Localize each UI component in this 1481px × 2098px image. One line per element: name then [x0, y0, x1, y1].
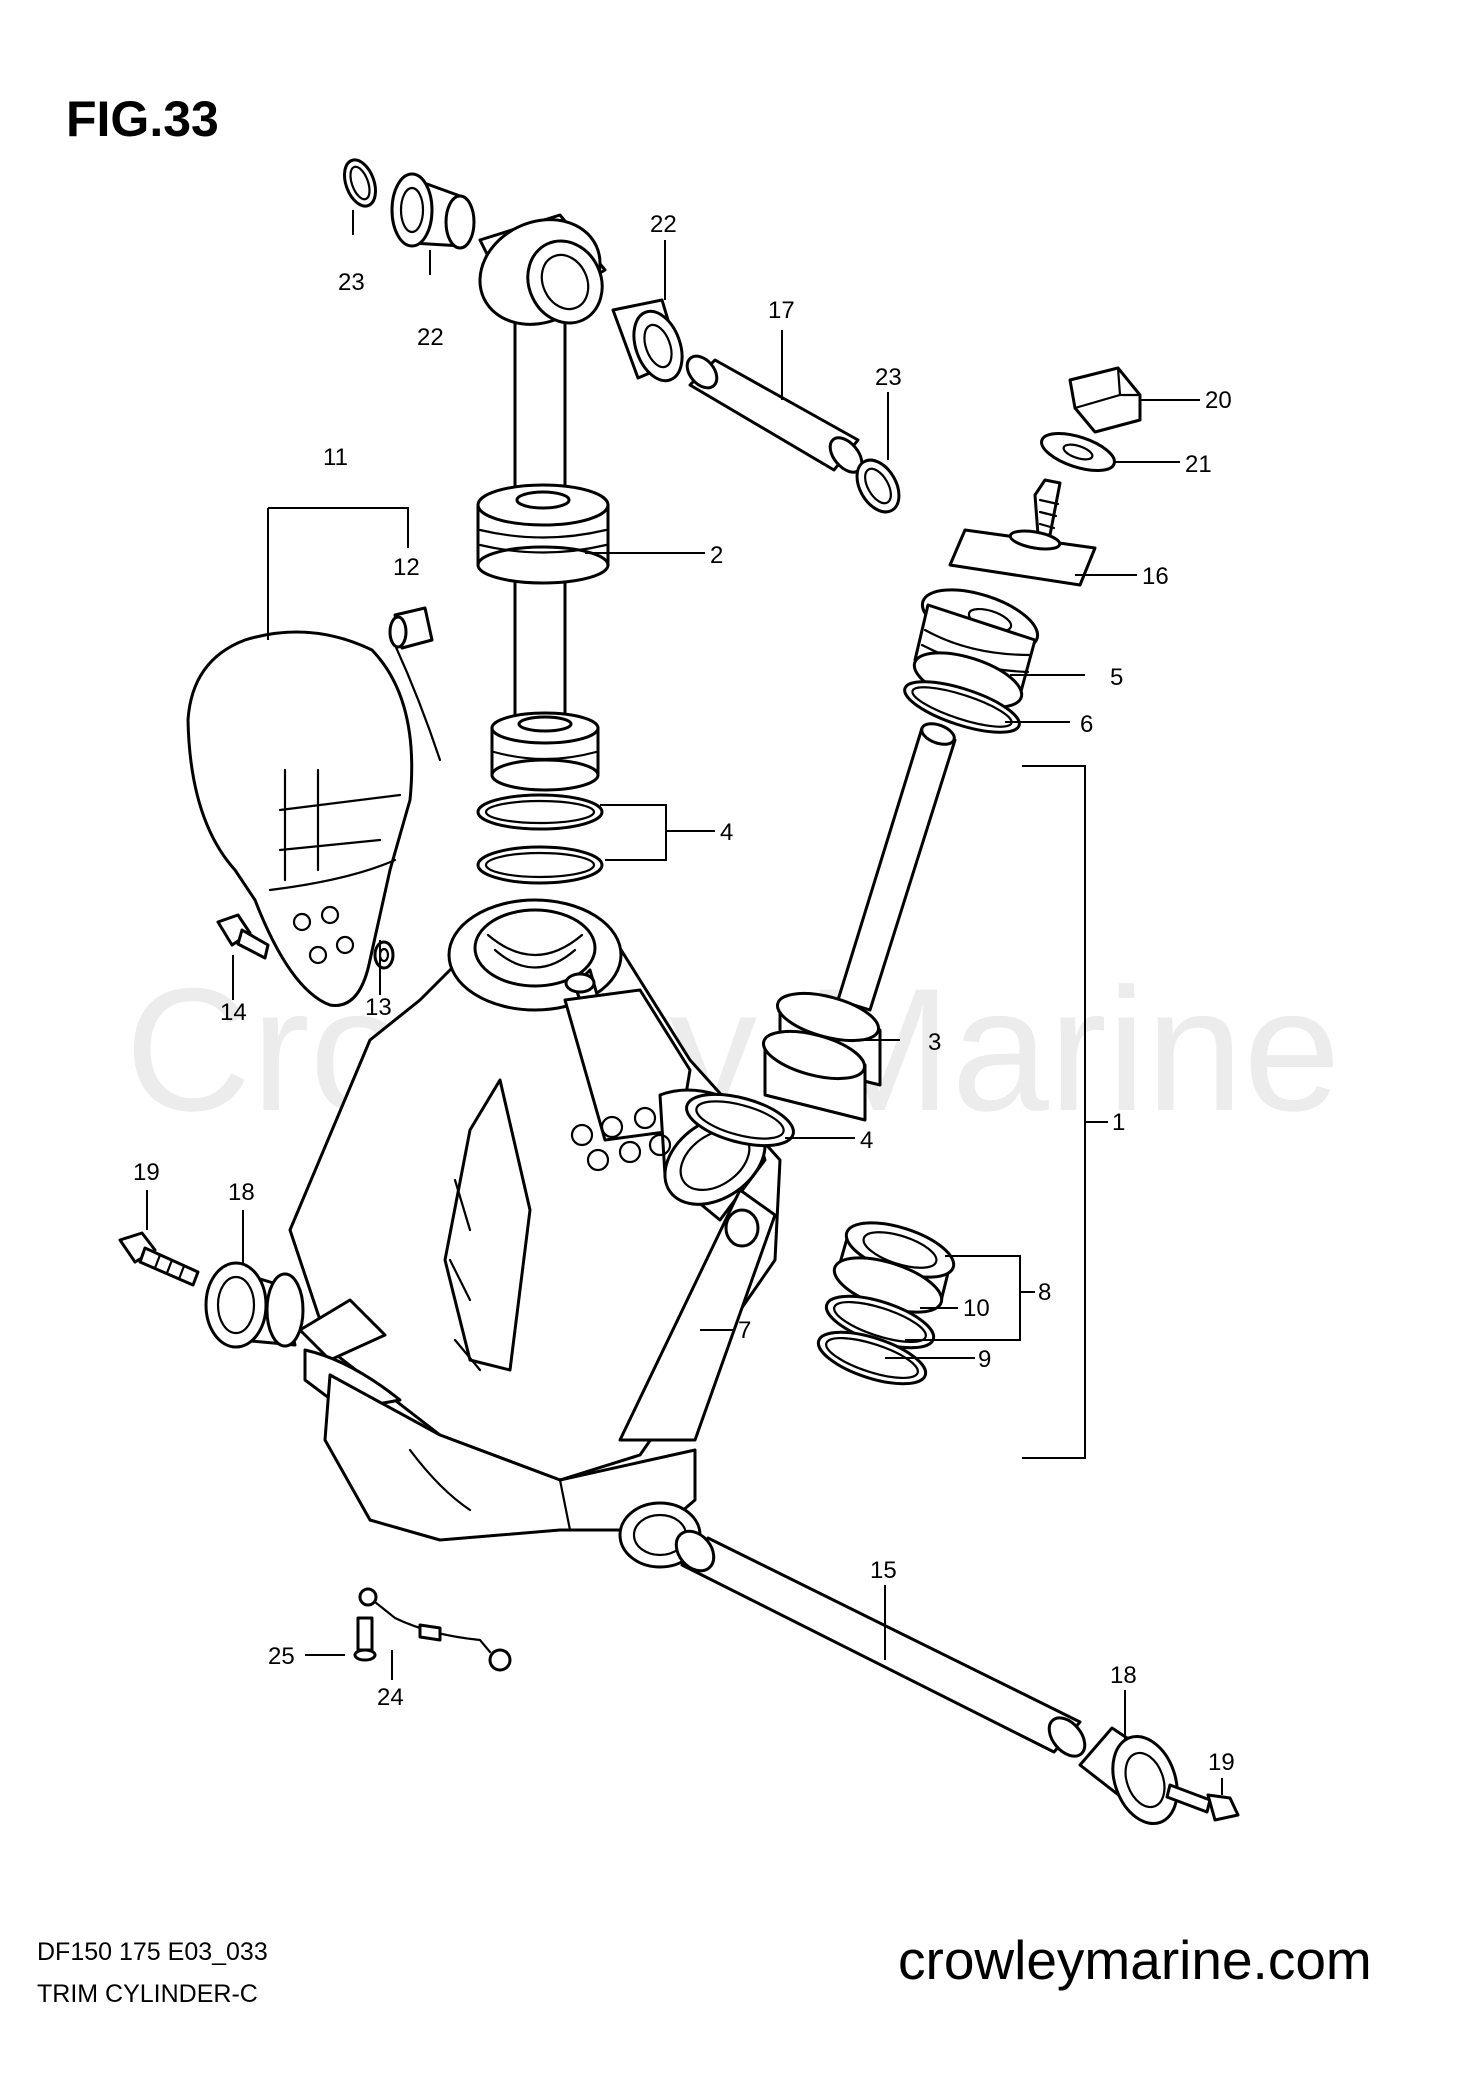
o-ring-cap — [903, 680, 1021, 734]
website-link[interactable]: crowleymarine.com — [898, 1929, 1372, 1991]
lower-pin — [674, 1529, 1087, 1758]
bushing-upper-left — [390, 172, 476, 250]
callout-23-upper-left: 23 — [338, 269, 365, 296]
callout-10: 10 — [963, 1295, 990, 1322]
leader-lines — [146, 210, 1223, 1795]
o-ring-lower — [685, 1092, 795, 1148]
callout-3: 3 — [928, 1029, 941, 1056]
memory-piston-rod — [762, 722, 957, 1122]
callout-13: 13 — [365, 994, 392, 1021]
cylinder-cover — [186, 630, 442, 1007]
callout-16: 16 — [1142, 563, 1169, 590]
callout-14: 14 — [220, 999, 247, 1026]
bushing-lower-right — [1078, 1726, 1179, 1826]
bushing-lower-left — [204, 1261, 305, 1349]
figure-label: FIG.33 — [66, 91, 219, 147]
cylinder-body — [288, 898, 782, 1569]
tilt-pin — [685, 354, 864, 474]
callout-19-left: 19 — [133, 1159, 160, 1186]
grommet — [388, 606, 434, 650]
callout-9: 9 — [978, 1346, 991, 1373]
callout-25: 25 — [268, 1643, 295, 1670]
cylinder-cap — [912, 588, 1040, 709]
valve-stack — [816, 1221, 956, 1386]
snap-ring-upper-right — [855, 458, 901, 514]
callout-1: 1 — [1112, 1109, 1125, 1136]
callout-5: 5 — [1110, 664, 1123, 691]
callout-22-upper-left: 22 — [417, 324, 444, 351]
callout-7: 7 — [738, 1317, 751, 1344]
valve-fitting — [948, 478, 1097, 587]
callout-22-upper-right: 22 — [650, 211, 677, 238]
callout-18-left: 18 — [228, 1179, 255, 1206]
callout-15: 15 — [870, 1557, 897, 1584]
washer-nut — [1040, 432, 1116, 472]
tilt-rod — [476, 213, 610, 792]
callout-6: 6 — [1080, 711, 1093, 738]
diagram-title: TRIM CYLINDER-C — [37, 1980, 258, 2008]
callout-20: 20 — [1205, 387, 1232, 414]
bolt-lower-right — [1165, 1783, 1240, 1822]
ground-lead — [358, 1587, 512, 1672]
callout-17: 17 — [768, 297, 795, 324]
callout-8: 8 — [1038, 1279, 1051, 1306]
washer-cover — [373, 940, 395, 970]
bushing-upper-right — [611, 298, 684, 383]
model-code: DF150 175 E03_033 — [37, 1938, 268, 1966]
bolt-lower-left — [118, 1231, 200, 1287]
o-ring-pair-upper — [476, 793, 604, 885]
callout-4-lower: 4 — [860, 1127, 873, 1154]
nut — [1068, 366, 1142, 434]
callout-labels: 23 22 22 17 23 20 21 2 16 11 12 5 6 4 14… — [133, 211, 1235, 1776]
callout-23-upper-right: 23 — [875, 364, 902, 391]
callout-18-right: 18 — [1110, 1662, 1137, 1689]
callout-2: 2 — [710, 542, 723, 569]
callout-24: 24 — [377, 1684, 404, 1711]
callout-4-upper: 4 — [720, 819, 733, 846]
callout-12: 12 — [393, 554, 420, 581]
screw-ground — [353, 1616, 377, 1662]
callout-11: 11 — [323, 444, 348, 471]
bolt-cover — [216, 913, 270, 960]
snap-ring-upper-left — [342, 158, 378, 208]
callout-19-right: 19 — [1208, 1749, 1235, 1776]
callout-21: 21 — [1185, 451, 1212, 478]
